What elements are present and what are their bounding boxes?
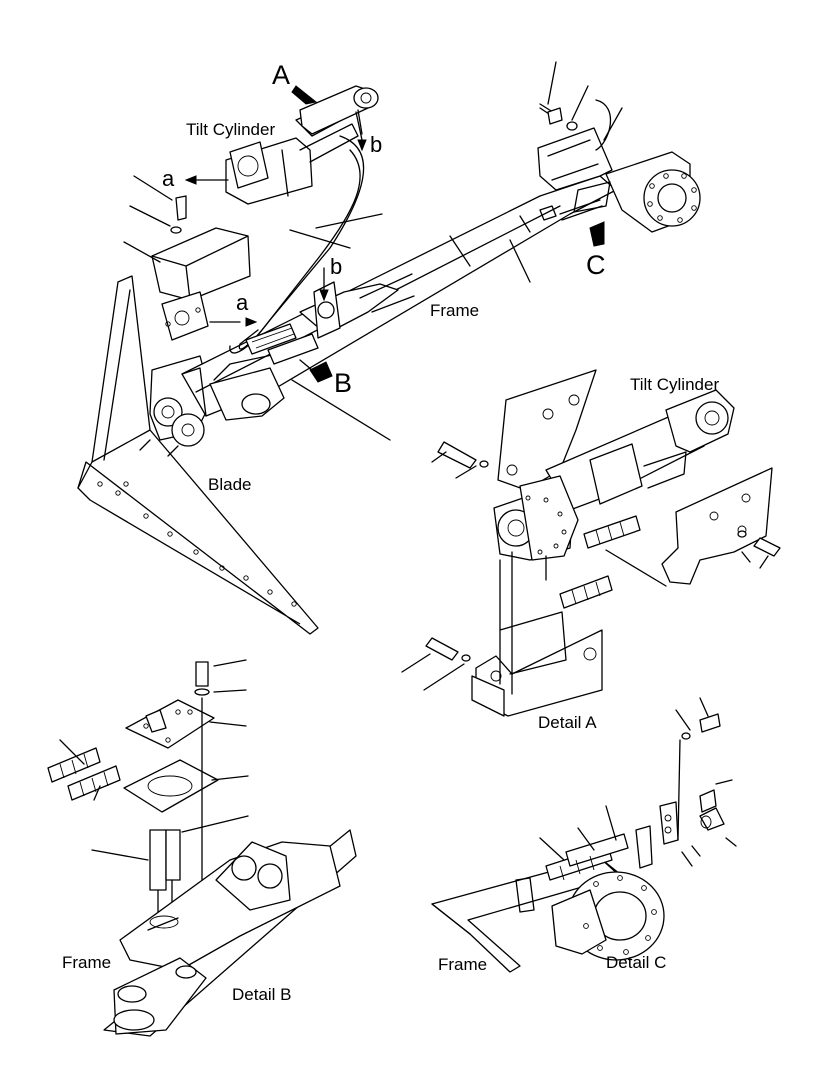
detail-a-drawing bbox=[401, 369, 781, 717]
label-ref-a-1: a bbox=[162, 166, 175, 191]
label-arrow-a: A bbox=[272, 60, 290, 90]
cover-plate-drawing bbox=[123, 175, 251, 341]
detail-b-drawing bbox=[47, 659, 357, 1037]
detail-c-flange-bolts bbox=[583, 875, 657, 955]
label-detail-a: Detail A bbox=[538, 713, 597, 732]
label-tilt-cylinder-top: Tilt Cylinder bbox=[186, 120, 275, 139]
hoses-drawing bbox=[229, 135, 415, 441]
view-arrows bbox=[184, 85, 605, 383]
label-detail-b: Detail B bbox=[232, 985, 292, 1004]
blade-drawing bbox=[77, 275, 319, 635]
frame-arm-drawing bbox=[181, 61, 701, 421]
blade-bolt-holes bbox=[97, 481, 297, 607]
label-blade: Blade bbox=[208, 475, 251, 494]
label-frame-detail-c: Frame bbox=[438, 955, 487, 974]
label-ref-a-2: a bbox=[236, 290, 249, 315]
label-detail-c: Detail C bbox=[606, 953, 666, 972]
detail-c-drawing bbox=[431, 697, 737, 973]
label-arrow-b: B bbox=[334, 368, 352, 398]
label-ref-b-1: b bbox=[370, 132, 382, 157]
trunnion-bolts bbox=[647, 173, 697, 223]
label-frame-main: Frame bbox=[430, 301, 479, 320]
label-arrow-c: C bbox=[586, 250, 606, 280]
tilt-cylinder-top-drawing bbox=[225, 85, 379, 205]
label-frame-detail-b: Frame bbox=[62, 953, 111, 972]
diagram-labels: Tilt Cylinder Tilt Cylinder A B C a a b … bbox=[62, 60, 719, 1004]
detail-a-flange-bolts bbox=[525, 495, 567, 555]
label-tilt-cylinder-detail: Tilt Cylinder bbox=[630, 375, 719, 394]
label-ref-b-2: b bbox=[330, 254, 342, 279]
